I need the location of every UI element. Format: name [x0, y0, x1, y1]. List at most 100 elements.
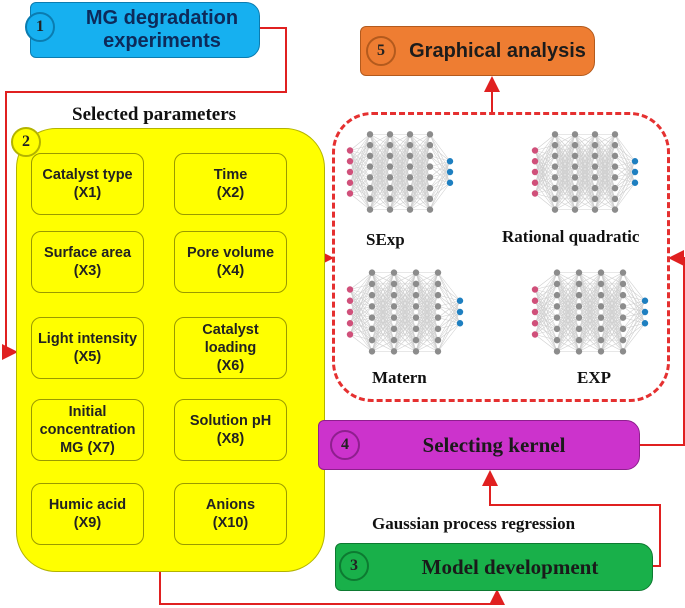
nn-edge: [574, 134, 596, 189]
nn-edge: [349, 187, 371, 194]
nn-hidden-node: [611, 174, 619, 181]
nn-edge: [574, 198, 596, 210]
nn-hidden-node: [591, 152, 599, 160]
nn-hidden-node: [434, 325, 442, 333]
arrow-1-to-2: [2, 27, 287, 360]
nn-edge: [371, 272, 395, 318]
nn-edge: [437, 300, 461, 307]
nn-hidden-node: [406, 141, 414, 149]
nn-hidden-node: [597, 280, 605, 288]
nn-hidden-node: [434, 348, 442, 355]
param-x2: Time(X2): [174, 153, 287, 215]
nn-edge: [554, 166, 576, 210]
nn-output-node: [446, 158, 454, 165]
nn-edge: [393, 295, 417, 352]
nn-input-node: [531, 286, 539, 293]
nn-edge: [534, 193, 556, 210]
graphical-analysis-box: Graphical analysis: [360, 26, 595, 76]
nn-edge: [556, 272, 580, 307]
nn-edge: [534, 272, 558, 313]
nn-edge: [600, 272, 624, 329]
nn-hidden-node: [571, 184, 579, 192]
nn-hidden-node: [406, 152, 414, 160]
nn-hidden-node: [591, 184, 599, 192]
nn-edge: [534, 283, 558, 335]
nn-edge: [389, 177, 411, 210]
nn-edge: [556, 295, 580, 352]
nn-edge: [393, 272, 417, 352]
nn-input-node: [531, 297, 539, 304]
nn-edge: [369, 177, 391, 210]
nn-edge: [369, 134, 391, 189]
step-2-number: 2: [22, 133, 30, 150]
nn-hidden-node: [412, 269, 420, 276]
nn-hidden-node: [571, 174, 579, 181]
nn-edge: [594, 134, 616, 199]
nn-hidden-node: [386, 141, 394, 149]
nn-edge: [622, 311, 646, 352]
param-x7-text: Initial concentration MG (X7): [39, 404, 136, 456]
nn-hidden-node: [366, 206, 374, 213]
nn-edge: [409, 198, 431, 210]
nn-diagram-matern: [346, 269, 464, 355]
nn-hidden-node: [597, 314, 605, 321]
nn-edge: [554, 134, 576, 146]
nn-edge: [371, 317, 395, 352]
nn-edge: [349, 155, 371, 194]
nn-hidden-node: [426, 152, 434, 160]
nn-edge: [534, 306, 558, 335]
nn-hidden-node: [412, 325, 420, 333]
nn-hidden-node: [575, 325, 583, 333]
nn-edge: [534, 272, 558, 335]
nn-edge: [415, 272, 439, 318]
param-x6: Catalyst loading(X6): [174, 317, 287, 379]
nn-input-node: [346, 168, 354, 176]
nn-hidden-node: [597, 269, 605, 276]
nn-hidden-node: [386, 131, 394, 138]
nn-edge: [415, 272, 439, 285]
nn-edge: [393, 272, 417, 341]
nn-hidden-node: [368, 336, 376, 344]
param-x4: Pore volume(X4): [174, 231, 287, 293]
mg-degradation-box: MG degradation experiments: [30, 2, 260, 58]
arrow-2-to-3: [159, 570, 505, 605]
nn-edge: [554, 145, 576, 210]
nn-edge: [437, 300, 461, 330]
nn-edge: [437, 283, 461, 301]
nn-edge: [349, 306, 373, 335]
nn-edge: [349, 193, 371, 210]
nn-hidden-node: [575, 348, 583, 355]
nn-edge: [534, 334, 558, 352]
nn-hidden-node: [591, 131, 599, 138]
nn-connections: [349, 272, 461, 352]
param-x7: Initial concentration MG (X7): [31, 399, 144, 461]
nn-hidden-node: [366, 163, 374, 170]
nn-hidden-node: [390, 303, 398, 310]
nn-edge: [409, 177, 431, 210]
nn-hidden-node: [412, 303, 420, 310]
nn-input-node: [531, 147, 539, 154]
nn-hidden-node: [553, 325, 561, 333]
nn-edge: [349, 272, 373, 290]
nn-hidden-node: [611, 131, 619, 138]
nn-edge: [622, 283, 646, 301]
nn-edge: [556, 272, 580, 296]
nn-hidden-node: [551, 206, 559, 213]
nn-edge: [600, 283, 624, 352]
nn-edge: [389, 145, 411, 210]
nn-input-node: [346, 331, 354, 338]
step-5-badge: 5: [366, 36, 396, 66]
nn-edge: [429, 144, 451, 162]
nn-edge: [389, 198, 411, 210]
nn-hidden-node: [412, 291, 420, 299]
nn-edge: [415, 295, 439, 352]
nn-edge: [415, 272, 439, 307]
nn-edge: [393, 272, 417, 318]
step-2-badge: 2: [11, 127, 41, 157]
nn-edge: [415, 283, 439, 352]
nn-edge: [437, 311, 461, 352]
nn-edge: [371, 295, 395, 352]
nn-edge: [614, 160, 636, 167]
nn-hidden-node: [412, 336, 420, 344]
nn-edge: [534, 177, 556, 194]
